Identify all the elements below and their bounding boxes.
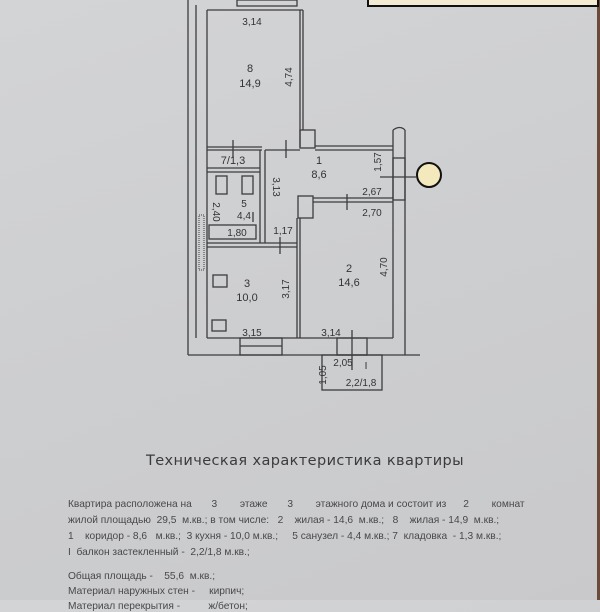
floor-material-line: Материал перекрытия - ж/бетон; [68, 601, 248, 612]
room-3-area: 10,0 [236, 292, 257, 304]
room-1-area: 8,6 [311, 169, 326, 181]
dim-label: 1,80 [227, 228, 247, 239]
dim-label: 3,14 [321, 328, 341, 339]
dim-label: 2,67 [362, 187, 382, 198]
description-line: 1 коридор - 8,6 м.кв.; 3 кухня - 10,0 м.… [68, 531, 502, 542]
dim-label: 3,13 [270, 177, 281, 197]
room-5-area: 4,4 [237, 211, 251, 222]
dim-label: 4,70 [379, 257, 390, 277]
description-line: Квартира расположена на 3 этаже 3 этажно… [68, 499, 525, 510]
dim-label: 2,40 [210, 202, 221, 222]
wall-material-line: Материал наружных стен - кирпич; [68, 586, 245, 597]
room-labels: 8 14,9 7/1,3 1 8,6 5 4,4 3 10,0 2 14,6 I… [221, 63, 377, 389]
balcony-number: I [365, 361, 368, 372]
room-8-number: 8 [247, 63, 253, 75]
dimension-labels: 3,14 4,74 1,57 3,13 2,67 2,70 2,40 1,80 … [210, 17, 390, 385]
overlay-box [367, 0, 599, 7]
room-1-number: 1 [316, 155, 322, 167]
dim-label: 3,14 [242, 17, 262, 28]
room-3-number: 3 [244, 278, 250, 290]
balcony-area: 2,2/1,8 [346, 378, 377, 389]
room-2-number: 2 [346, 263, 352, 275]
room-2-area: 14,6 [338, 277, 359, 289]
dim-label: 1,17 [273, 226, 293, 237]
dim-label: 1,57 [373, 152, 384, 172]
dim-label: 2,70 [362, 208, 382, 219]
floor-plan: 8 14,9 7/1,3 1 8,6 5 4,4 3 10,0 2 14,6 I… [187, 0, 420, 391]
location-marker [416, 162, 442, 188]
room-5-number: 5 [241, 199, 247, 210]
description-line: I балкон застекленный - 2,2/1,8 м.кв.; [68, 547, 250, 558]
dim-label: 1,05 [318, 365, 329, 385]
dim-label: 3,15 [242, 328, 262, 339]
dim-label: 4,74 [284, 67, 295, 87]
photo-edge [597, 0, 600, 600]
document-title: Техническая характеристика квартиры [145, 453, 465, 469]
walls [187, 0, 420, 391]
dim-label: 3,17 [281, 279, 292, 299]
description-line: жилой площадью 29,5 м.кв.; в том числе: … [68, 515, 500, 526]
room-8-area: 14,9 [239, 78, 260, 90]
total-area-line: Общая площадь - 55,6 м.кв.; [68, 571, 216, 582]
dim-label: 2,05 [333, 358, 353, 369]
room-7-label: 7/1,3 [221, 155, 245, 167]
